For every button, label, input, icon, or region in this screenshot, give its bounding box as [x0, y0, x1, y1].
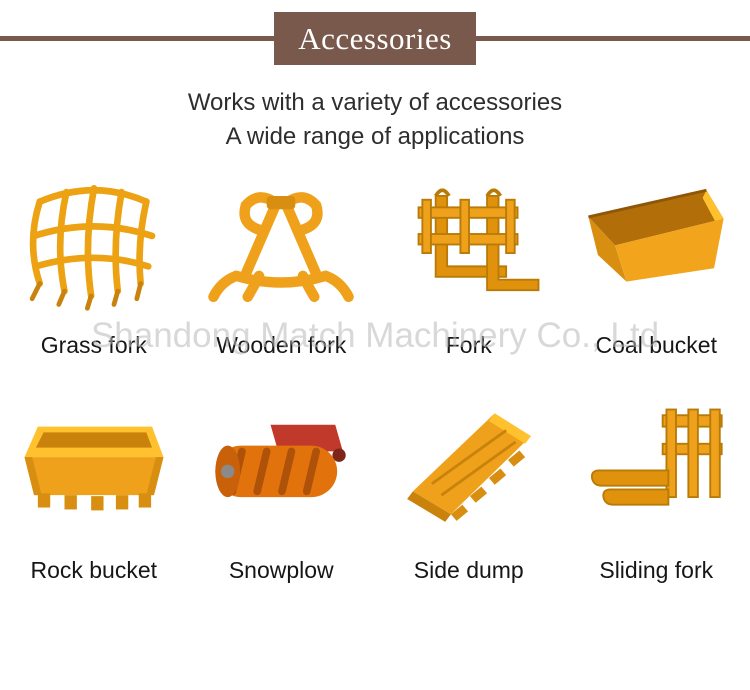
product-card-rock-bucket: Rock bucket [0, 385, 188, 584]
page-title: Accessories [298, 20, 452, 56]
snowplow-icon [192, 385, 370, 553]
side-dump-icon [380, 385, 558, 553]
product-card-snowplow: Snowplow [188, 385, 376, 584]
product-label: Wooden fork [216, 332, 347, 358]
grass-fork-icon [5, 160, 183, 328]
wooden-fork-icon [192, 160, 370, 328]
product-card-fork: Fork [375, 160, 563, 359]
product-label: Snowplow [228, 557, 334, 583]
product-label: Side dump [413, 557, 524, 583]
subtitle: Works with a variety of accessories A wi… [0, 86, 750, 154]
sliding-fork-icon [567, 385, 745, 553]
rock-bucket-icon [5, 385, 183, 553]
product-card-grass-fork: Grass fork [0, 160, 188, 359]
subtitle-line-2: A wide range of applications [225, 123, 525, 150]
product-card-sliding-fork: Sliding fork [563, 385, 750, 584]
subtitle-line-1: Works with a variety of accessories [187, 89, 563, 116]
product-grid: Grass fork [0, 160, 750, 584]
product-card-wooden-fork: Wooden fork [188, 160, 376, 359]
product-card-coal-bucket: Coal bucket [563, 160, 750, 359]
product-label: Coal bucket [595, 332, 717, 358]
pallet-fork-icon [380, 160, 558, 328]
section-banner: Accessories [274, 12, 476, 65]
product-card-side-dump: Side dump [375, 385, 563, 584]
product-label: Rock bucket [30, 557, 158, 583]
product-label: Grass fork [40, 332, 147, 358]
product-label: Fork [445, 332, 492, 358]
product-label: Sliding fork [599, 557, 714, 583]
coal-bucket-icon [567, 160, 745, 328]
